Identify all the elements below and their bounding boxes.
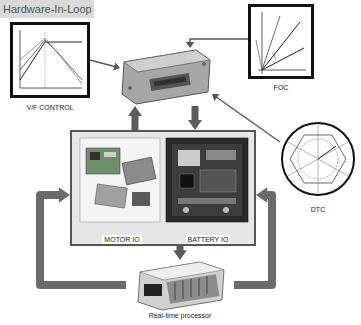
vf-chart — [12, 24, 89, 97]
node-label: MOTOR IO — [102, 235, 141, 244]
connector-arrow — [90, 60, 120, 71]
vf-control-panel: V/F CONTROL — [10, 22, 90, 112]
node-label: DTC — [309, 205, 327, 214]
controller-box — [120, 48, 212, 106]
node-label: BATTERY IO — [186, 235, 231, 244]
io-panel: MOTOR IO BATTERY IO — [70, 130, 256, 246]
dtc-sector-diagram — [282, 123, 354, 195]
arrow-head — [113, 62, 120, 70]
connector-line — [216, 97, 280, 142]
arrow-head — [128, 106, 142, 116]
foc-vector-diagram — [250, 6, 313, 78]
connector-line — [234, 195, 272, 285]
battery-io-picture — [166, 138, 248, 222]
node-label: V/F CONTROL — [24, 103, 75, 112]
arrow-head — [59, 187, 70, 203]
connector-line — [132, 114, 139, 130]
arrow-head — [186, 42, 194, 48]
connector-arrow — [188, 106, 202, 130]
arrow-head — [173, 250, 187, 260]
arrow-head — [256, 187, 267, 203]
connector-arrow — [128, 106, 142, 130]
connector-arrow — [234, 187, 272, 285]
dtc-panel: DTC — [280, 122, 356, 214]
foc-panel: FOC — [248, 4, 314, 92]
motor-io-picture — [80, 138, 160, 222]
arrow-head — [212, 94, 219, 101]
connector-arrow — [186, 39, 248, 48]
connector-line — [192, 106, 199, 122]
connector-arrow — [173, 246, 187, 260]
connector-arrow — [212, 94, 280, 142]
node-label: Real-time processor — [147, 311, 214, 320]
node-label: FOC — [272, 83, 291, 92]
real-time-processor-box: Real-time processor — [126, 260, 234, 320]
motor-io-box: MOTOR IO — [80, 138, 164, 244]
controller-unit — [122, 50, 210, 104]
diagram-title: Hardware-In-Loop — [3, 2, 92, 16]
connector-line — [190, 39, 248, 43]
title-band — [0, 0, 94, 18]
arrow-head — [188, 120, 202, 130]
io-panel-ground — [71, 131, 255, 245]
connector-line — [90, 60, 115, 67]
real-time-processor-picture — [138, 262, 224, 310]
battery-io-box: BATTERY IO — [166, 138, 250, 244]
